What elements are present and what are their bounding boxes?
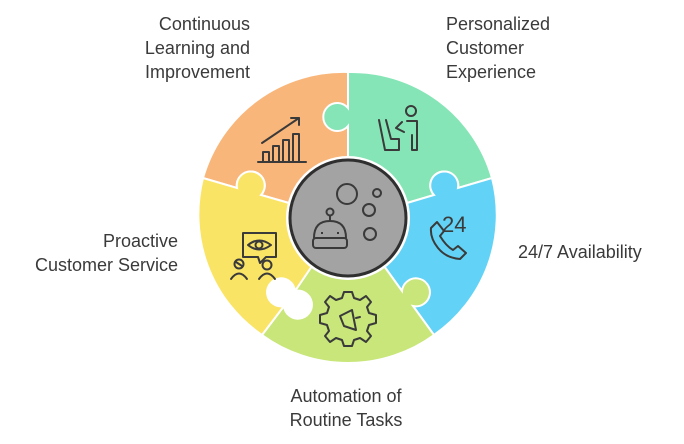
label-line: Routine Tasks [289, 410, 403, 430]
label-line: Customer Service [34, 255, 178, 275]
growth-chart-icon [257, 117, 307, 163]
label-line: Customer [446, 38, 525, 58]
label-continuous-learning: Continuous Learning and Improvement [145, 12, 250, 84]
label-personalized-experience: Personalized Customer Experience [446, 12, 550, 84]
center-hub [286, 156, 410, 280]
label-line: Learning and [144, 38, 250, 58]
label-line: Automation of [290, 386, 402, 406]
segment-proactive-service[interactable] [197, 170, 314, 337]
label-line: Proactive [102, 231, 178, 251]
label-availability: 24/7 Availability [518, 240, 642, 264]
gear-megaphone-icon [319, 291, 377, 347]
segment-automation[interactable] [260, 264, 436, 364]
label-line: Experience [446, 62, 537, 82]
label-line: Continuous [158, 14, 250, 34]
label-automation: Automation of Routine Tasks [0, 384, 684, 432]
robot-bubbles-icon [312, 183, 382, 249]
phone-24-icon: 24 [429, 212, 467, 260]
label-line: Personalized [446, 14, 551, 34]
person-service-icon [378, 105, 418, 151]
eye-people-icon [230, 232, 277, 280]
label-line: Improvement [144, 62, 250, 82]
phone-24-text: 24 [442, 212, 466, 237]
label-proactive-service: Proactive Customer Service [35, 229, 178, 277]
label-line: 24/7 Availability [518, 242, 642, 262]
